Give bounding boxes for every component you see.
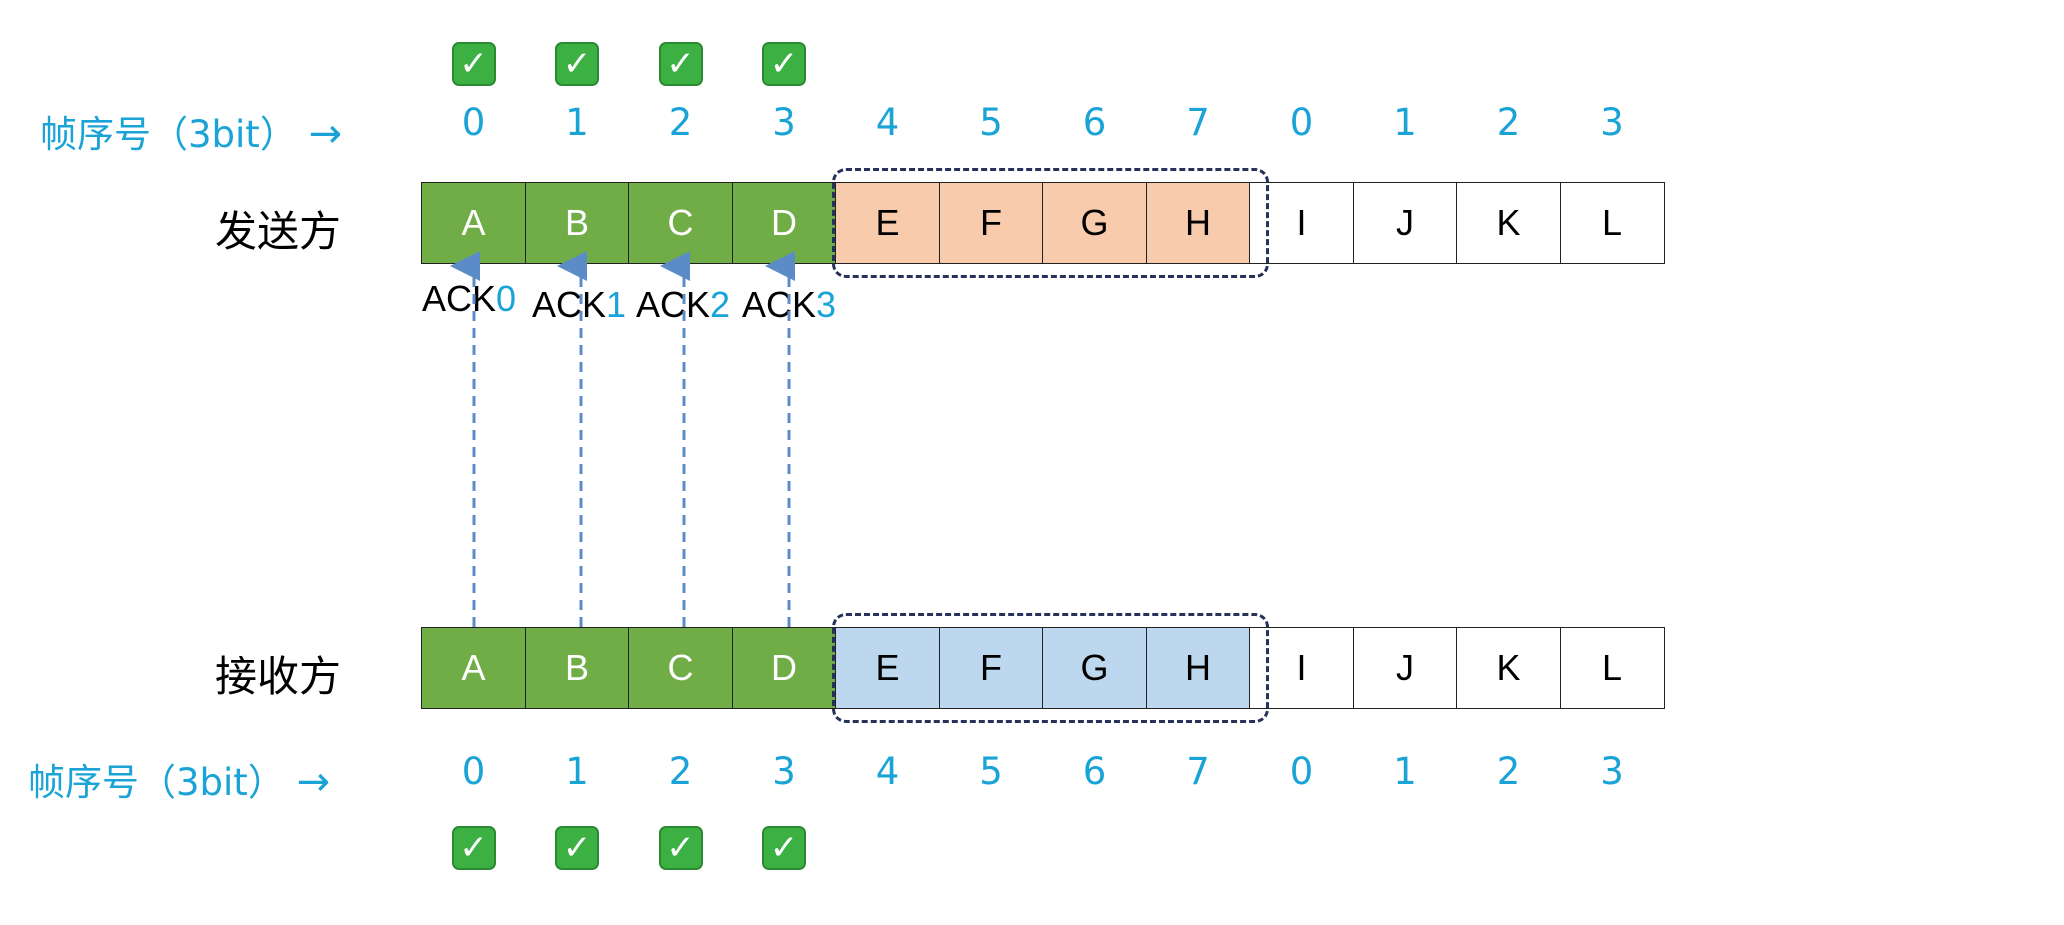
receiver-frame-a: A [421, 627, 526, 709]
receiver-label: 接收方 [215, 652, 342, 701]
sender-seq-number: 5 [979, 101, 1003, 144]
ack-label-3: ACK3 [742, 284, 836, 326]
receiver-seq-number: 3 [1600, 750, 1624, 793]
receiver-frame-b: B [524, 627, 630, 709]
sender-seq-number: 6 [1082, 101, 1107, 144]
sender-seq-number: 0 [1289, 101, 1314, 144]
sender-seq-number: 3 [772, 101, 796, 144]
sender-seq-number: 7 [1186, 101, 1210, 144]
sender-seq-label: 帧序号（3bit） → [40, 104, 342, 158]
receiver-check-icon: ✓ [555, 826, 599, 870]
ack-label-0: ACK0 [422, 278, 516, 320]
receiver-seq-number: 6 [1082, 750, 1107, 793]
receiver-seq-number: 7 [1186, 750, 1210, 793]
receiver-frame-f: F [938, 627, 1044, 709]
sender-check-icon: ✓ [451, 42, 496, 86]
receiver-frame-c: C [628, 627, 733, 709]
sender-frame-a: A [421, 182, 526, 264]
sender-frame-e: E [835, 182, 940, 264]
sender-seq-number: 1 [565, 101, 589, 144]
receiver-frame-i: I [1249, 627, 1354, 709]
receiver-check-icon: ✓ [658, 826, 703, 870]
receiver-frame-j: J [1352, 627, 1458, 709]
ack-prefix: ACK [532, 284, 607, 325]
receiver-seq-label: 帧序号（3bit） → [28, 752, 330, 806]
receiver-frame-k: K [1456, 627, 1561, 709]
receiver-seq-label-text: 帧序号（3bit） [28, 761, 285, 804]
sender-seq-number: 3 [1600, 101, 1624, 144]
receiver-seq-arrow-icon: → [296, 759, 331, 805]
receiver-seq-number: 3 [772, 750, 796, 793]
sender-seq-number: 2 [668, 101, 693, 144]
receiver-seq-number: 4 [875, 750, 900, 793]
receiver-frame-l: L [1559, 627, 1665, 709]
ack-label-2: ACK2 [636, 284, 730, 326]
ack-number: 0 [496, 278, 517, 319]
sender-seq-number: 4 [875, 101, 900, 144]
ack-number: 1 [606, 284, 627, 325]
receiver-frame-g: G [1042, 627, 1147, 709]
sender-frame-f: F [938, 182, 1044, 264]
sender-seq-number: 2 [1496, 101, 1521, 144]
receiver-frame-h: H [1145, 627, 1251, 709]
sender-seq-label-text: 帧序号（3bit） [40, 113, 297, 156]
receiver-seq-number: 5 [979, 750, 1003, 793]
sender-frame-j: J [1352, 182, 1458, 264]
receiver-seq-number: 2 [1496, 750, 1521, 793]
sender-seq-number: 1 [1393, 101, 1417, 144]
receiver-seq-number: 0 [461, 750, 486, 793]
sender-seq-arrow-icon: → [308, 111, 343, 157]
sender-frame-b: B [524, 182, 630, 264]
ack-prefix: ACK [742, 284, 817, 325]
ack-number: 2 [710, 284, 731, 325]
receiver-check-icon: ✓ [451, 826, 496, 870]
sender-seq-number: 0 [461, 101, 486, 144]
receiver-seq-number: 1 [1393, 750, 1417, 793]
receiver-check-icon: ✓ [762, 826, 806, 870]
ack-prefix: ACK [636, 284, 711, 325]
receiver-seq-number: 1 [565, 750, 589, 793]
sender-frame-k: K [1456, 182, 1561, 264]
receiver-seq-number: 2 [668, 750, 693, 793]
sender-frame-l: L [1559, 182, 1665, 264]
receiver-frame-e: E [835, 627, 940, 709]
sender-label: 发送方 [215, 207, 342, 256]
ack-number: 3 [816, 284, 837, 325]
receiver-frame-d: D [731, 627, 837, 709]
receiver-seq-number: 0 [1289, 750, 1314, 793]
sender-check-icon: ✓ [555, 42, 599, 86]
ack-prefix: ACK [422, 278, 497, 319]
sender-check-icon: ✓ [762, 42, 806, 86]
sender-check-icon: ✓ [658, 42, 703, 86]
ack-label-1: ACK1 [532, 284, 626, 326]
